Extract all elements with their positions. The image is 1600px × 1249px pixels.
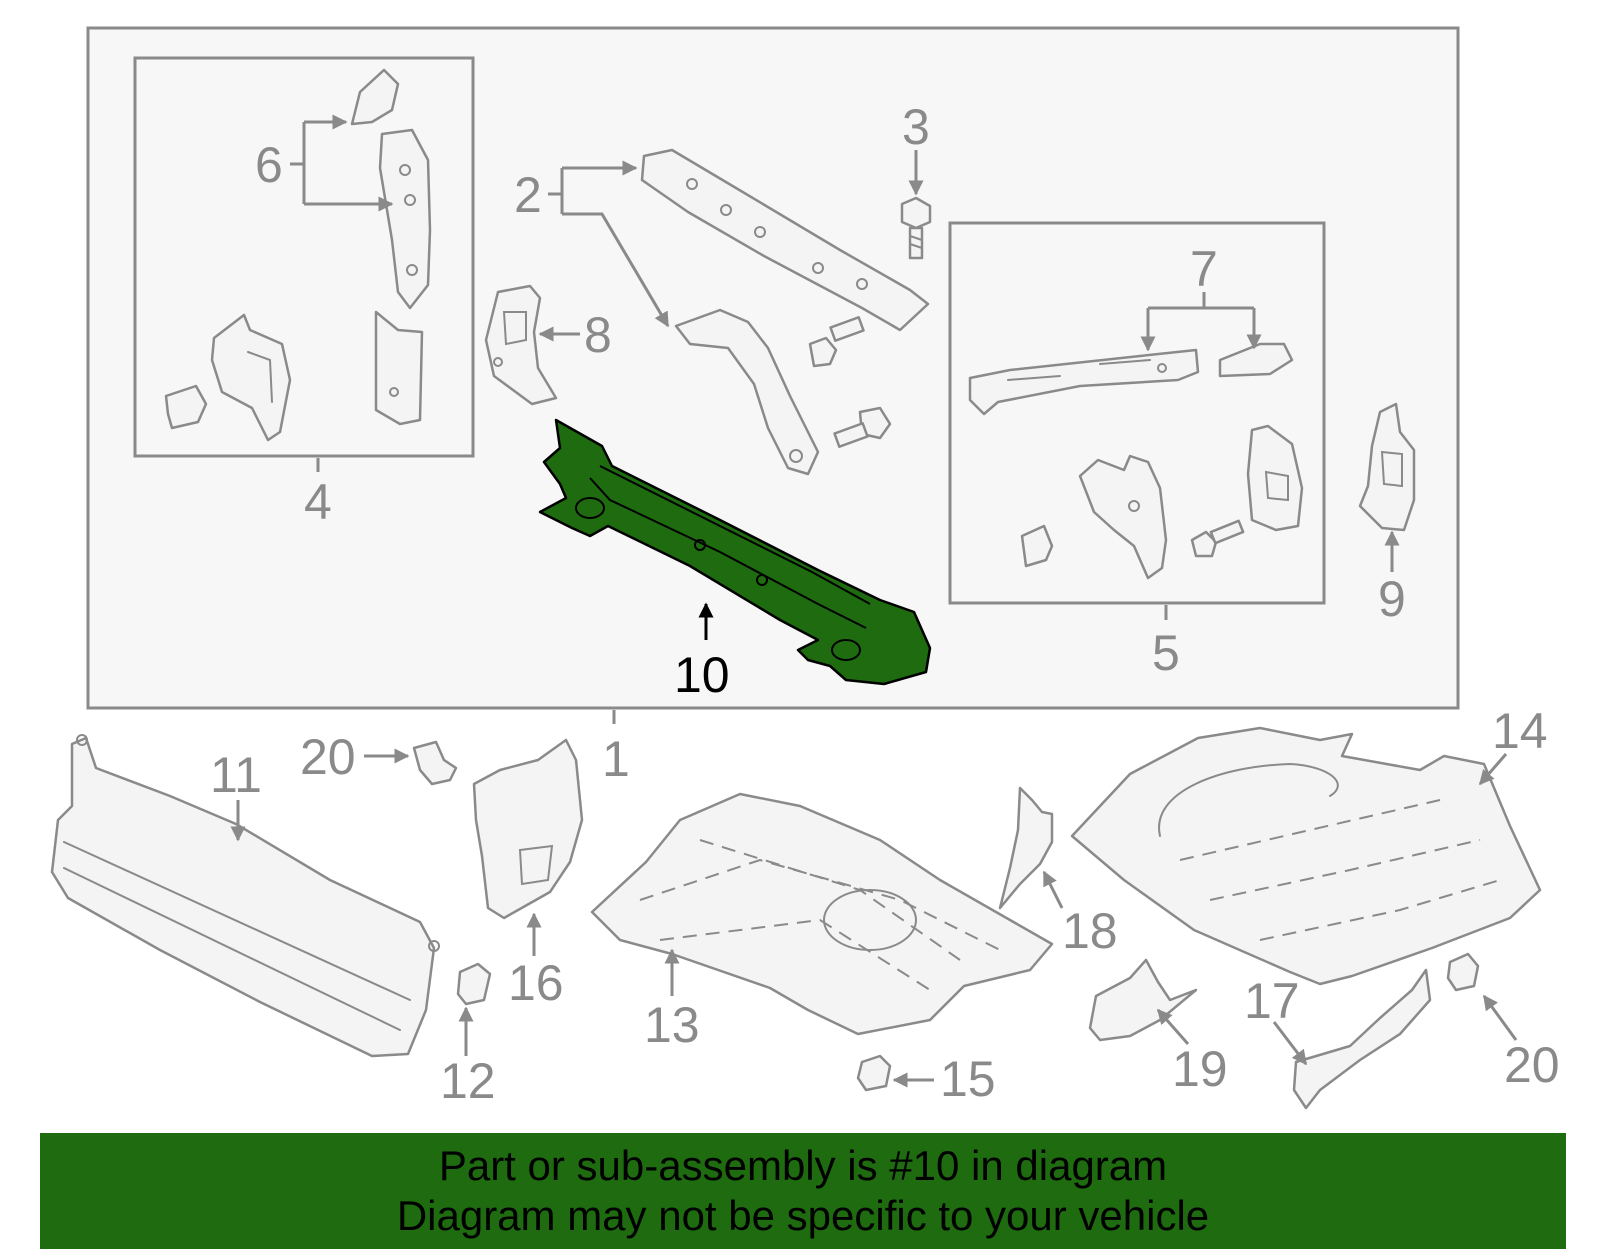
callout-15: 15 <box>940 1051 996 1107</box>
subassembly-4-frame <box>133 56 475 458</box>
callout-6: 6 <box>255 137 283 193</box>
callout-3: 3 <box>902 99 930 155</box>
bolt-lower <box>833 406 892 448</box>
callout-19: 19 <box>1172 1041 1228 1097</box>
part-14-engine-cover <box>1070 726 1542 986</box>
banner-line-2: Diagram may not be specific to your vehi… <box>396 1192 1210 1239</box>
subassembly-5-frame <box>948 221 1326 605</box>
part-4-components <box>164 310 424 442</box>
part-7-brackets <box>968 342 1294 416</box>
banner-line-1: Part or sub-assembly is #10 in diagram <box>438 1142 1168 1189</box>
part-17-bracket <box>1292 968 1432 1110</box>
callout-7: 7 <box>1190 241 1218 297</box>
part-19-bracket <box>1088 958 1198 1042</box>
callout-20-upper: 20 <box>300 729 356 785</box>
part-18-bracket <box>998 786 1054 910</box>
part-12-clip <box>456 962 492 1006</box>
part-11-front-cover <box>50 734 440 1058</box>
callout-10: 10 <box>674 647 730 703</box>
part-2-support <box>640 148 930 476</box>
highlighted-part-10 <box>538 418 932 686</box>
callout-20-lower: 20 <box>1504 1037 1560 1093</box>
callout-13: 13 <box>644 997 700 1053</box>
callout-11: 11 <box>210 747 262 803</box>
callout-14: 14 <box>1492 703 1548 759</box>
part-10-crossmember <box>538 418 932 686</box>
bolt-upper <box>808 316 865 368</box>
callout-5: 5 <box>1152 625 1180 681</box>
part-9-bracket <box>1358 402 1416 532</box>
part-16-shield <box>472 738 584 920</box>
callout-18: 18 <box>1062 903 1118 959</box>
part-8-bracket <box>484 284 558 406</box>
info-banner: Part or sub-assembly is #10 in diagram D… <box>40 1133 1566 1249</box>
callout-9: 9 <box>1378 571 1406 627</box>
part-15-clip <box>856 1054 892 1092</box>
part-20-clip-lower <box>1446 952 1480 992</box>
callout-8: 8 <box>584 307 612 363</box>
callout-4: 4 <box>304 474 332 530</box>
part-6-brackets <box>350 68 432 310</box>
callout-16: 16 <box>508 955 564 1011</box>
part-3-bolt <box>900 196 932 260</box>
callout-1: 1 <box>602 731 630 787</box>
part-20-clip-upper <box>412 740 458 786</box>
part-13-under-cover <box>590 792 1054 1036</box>
callout-17: 17 <box>1244 973 1300 1029</box>
callout-12: 12 <box>440 1053 496 1109</box>
callout-2: 2 <box>514 167 542 223</box>
leader-lines <box>230 122 1518 1088</box>
part-5-components <box>1020 424 1304 580</box>
